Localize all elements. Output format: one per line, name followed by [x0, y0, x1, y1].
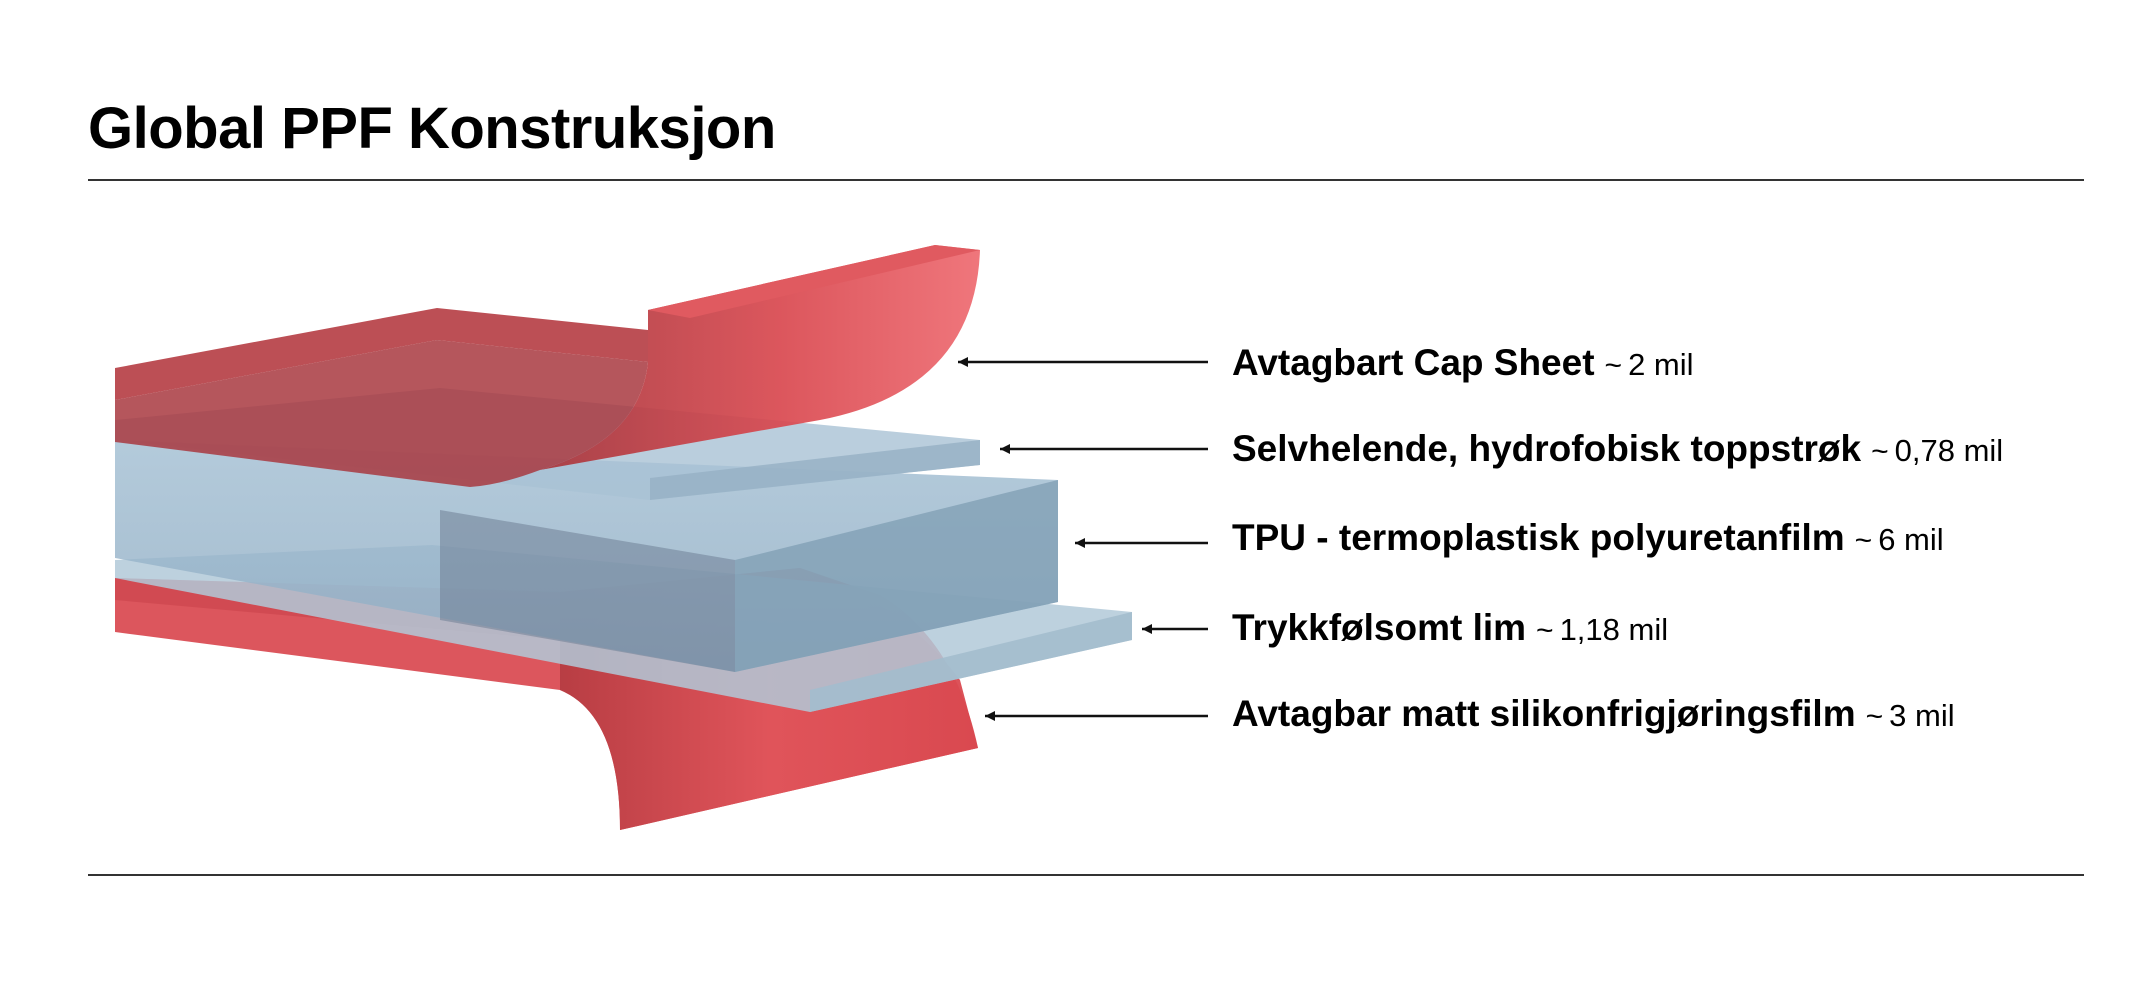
layer-thickness: 6 mil	[1878, 522, 1944, 557]
approx-symbol: ~	[1604, 349, 1623, 382]
callout-arrows	[958, 357, 1208, 721]
layer-name: TPU - termoplastisk polyuretanfilm	[1232, 517, 1845, 558]
bottom-divider	[88, 874, 2084, 876]
layer-thickness: 0,78 mil	[1894, 433, 2004, 468]
approx-symbol: ~	[1871, 435, 1889, 468]
layer-tpu	[115, 440, 1058, 672]
layer-name: Avtagbar matt silikonfrigjøringsfilm	[1232, 693, 1856, 734]
layer-cap-sheet	[115, 245, 980, 487]
approx-symbol: ~	[1536, 614, 1554, 647]
label-adhesive: Trykkfølsomt lim ~1,18 mil	[1232, 607, 1668, 649]
layer-name: Avtagbart Cap Sheet	[1232, 342, 1595, 383]
approx-symbol: ~	[1854, 524, 1873, 557]
label-cap-sheet: Avtagbart Cap Sheet ~2 mil	[1232, 342, 1694, 384]
label-topcoat: Selvhelende, hydrofobisk toppstrøk ~0,78 …	[1232, 428, 2003, 470]
label-release-film: Avtagbar matt silikonfrigjøringsfilm ~3 m…	[1232, 693, 1955, 735]
top-divider	[88, 179, 2084, 181]
layer-thickness: 1,18 mil	[1559, 612, 1669, 647]
page-title: Global PPF Konstruksjon	[88, 96, 776, 161]
layer-name: Selvhelende, hydrofobisk toppstrøk	[1232, 428, 1862, 469]
approx-symbol: ~	[1865, 700, 1884, 733]
label-tpu: TPU - termoplastisk polyuretanfilm ~6 mil	[1232, 517, 1944, 559]
layer-name: Trykkfølsomt lim	[1232, 607, 1527, 648]
layer-thickness: 3 mil	[1889, 698, 1955, 733]
layer-thickness: 2 mil	[1628, 347, 1694, 382]
